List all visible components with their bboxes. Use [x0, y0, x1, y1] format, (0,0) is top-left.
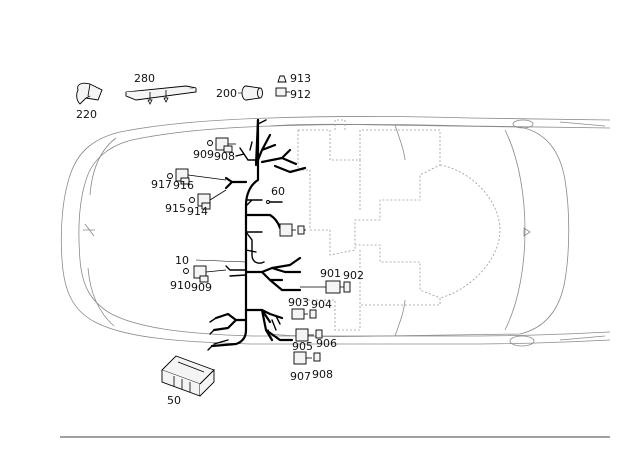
part-60-tie [266, 200, 283, 204]
label-60: 60 [271, 185, 285, 198]
label-913: 915 [165, 202, 186, 215]
label-900: 901 [320, 267, 341, 280]
label-906: 907 [290, 370, 311, 383]
part-913-912-connector [189, 189, 227, 210]
label-50: 50 [167, 394, 181, 407]
label-915: 917 [151, 178, 172, 191]
label-902: 903 [288, 296, 309, 309]
label-910: 912 [290, 88, 311, 101]
label-903: 904 [311, 298, 332, 311]
part-911-pin [277, 75, 287, 83]
part-915-914-connector [167, 168, 227, 185]
label-914: 916 [173, 179, 194, 192]
part-916-917-connector [279, 223, 306, 237]
part-labels: 220 280 200 913 912 909 908 917 916 60 9… [76, 72, 364, 407]
label-905: 906 [316, 337, 337, 350]
label-280: 280 [134, 72, 155, 85]
label-200: 200 [216, 87, 237, 100]
label-908-lower: 909 [191, 281, 212, 294]
part-910-connector [275, 87, 290, 97]
label-912: 914 [187, 205, 208, 218]
label-10: 10 [175, 254, 189, 267]
part-900-901-connector [300, 280, 351, 294]
part-902-903-connector [291, 308, 317, 320]
leader-lines [195, 92, 247, 263]
part-909-908-upper [207, 137, 236, 153]
part-200-grommet [241, 85, 263, 101]
part-220-clip [76, 82, 103, 105]
part-904-905-connector [295, 328, 323, 342]
car-body-outline [60, 116, 611, 347]
label-908-upper: 908 [214, 150, 235, 163]
label-901: 902 [343, 269, 364, 282]
part-280-rail [125, 85, 197, 105]
label-911: 913 [290, 72, 311, 85]
label-909-lower: 910 [170, 279, 191, 292]
label-907: 908 [312, 368, 333, 381]
part-50-module [161, 355, 215, 397]
label-909-upper: 909 [193, 148, 214, 161]
part-906-907-connector [293, 351, 321, 365]
part-909-908-lower [183, 265, 227, 283]
label-220: 220 [76, 108, 97, 121]
label-904: 905 [292, 340, 313, 353]
